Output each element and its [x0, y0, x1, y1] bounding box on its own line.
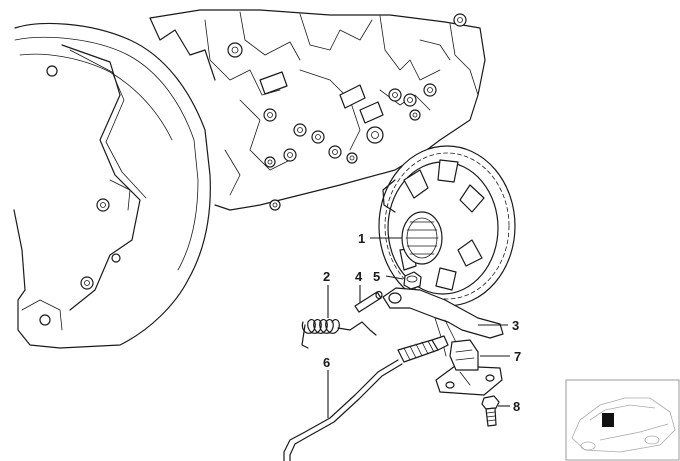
callout-6: 6 [323, 355, 330, 418]
callout-3: 3 [478, 318, 519, 333]
callout-label-1: 1 [358, 231, 365, 246]
case-bolts [227, 13, 467, 211]
callout-7: 7 [480, 349, 521, 364]
part-1-sprocket-wheel [378, 145, 516, 307]
callout-4: 4 [355, 269, 363, 303]
vehicle-locator-thumbnail [565, 379, 680, 461]
callout-5: 5 [373, 269, 404, 284]
callout-1: 1 [358, 231, 402, 246]
callout-label-2: 2 [323, 269, 330, 284]
part-8-bolt [481, 395, 500, 427]
part-5-nut [403, 271, 422, 290]
part-7-bracket [435, 339, 503, 396]
part-6-cable [283, 335, 449, 461]
callout-label-6: 6 [323, 355, 330, 370]
location-marker-icon [602, 413, 614, 427]
callout-8: 8 [498, 399, 520, 414]
callout-2: 2 [323, 269, 330, 318]
callout-label-7: 7 [514, 349, 521, 364]
callout-label-4: 4 [355, 269, 363, 284]
callout-label-3: 3 [512, 318, 519, 333]
callout-label-5: 5 [373, 269, 380, 284]
part-2-torsion-spring [301, 318, 377, 349]
transmission-housing [13, 9, 486, 349]
callout-label-8: 8 [513, 399, 520, 414]
part-4-pin [354, 290, 383, 313]
